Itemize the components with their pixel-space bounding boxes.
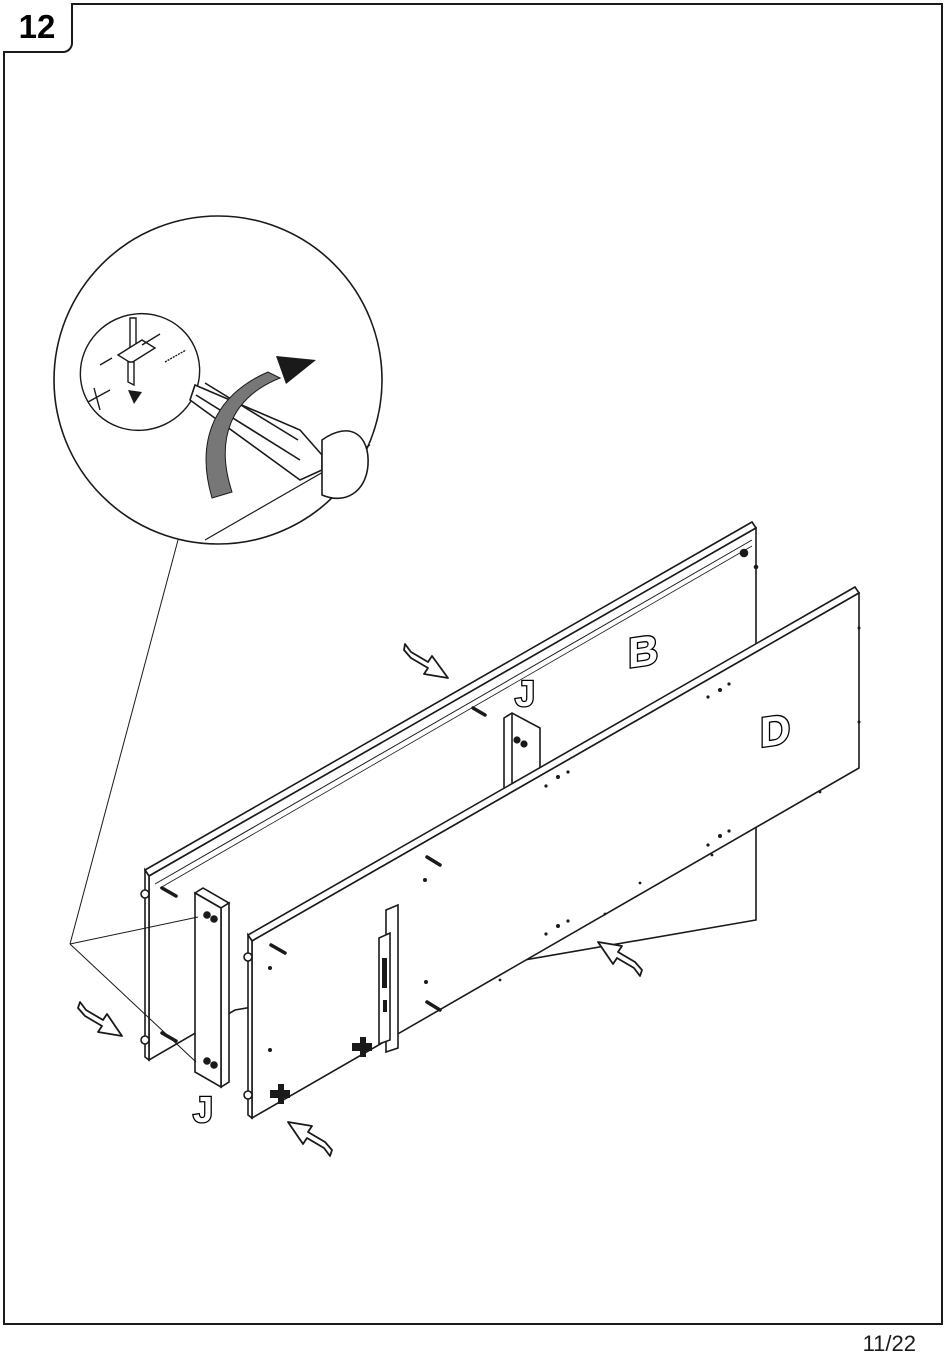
magnified-cam-lock-screwdriver-icon <box>54 216 382 544</box>
connector-j-upper-label: J <box>515 673 535 714</box>
panel-b-label: B <box>628 626 658 677</box>
connector-j-lower <box>195 888 229 1087</box>
panel-d-label: D <box>760 705 790 756</box>
connector-j-lower-label: J <box>193 1089 213 1130</box>
